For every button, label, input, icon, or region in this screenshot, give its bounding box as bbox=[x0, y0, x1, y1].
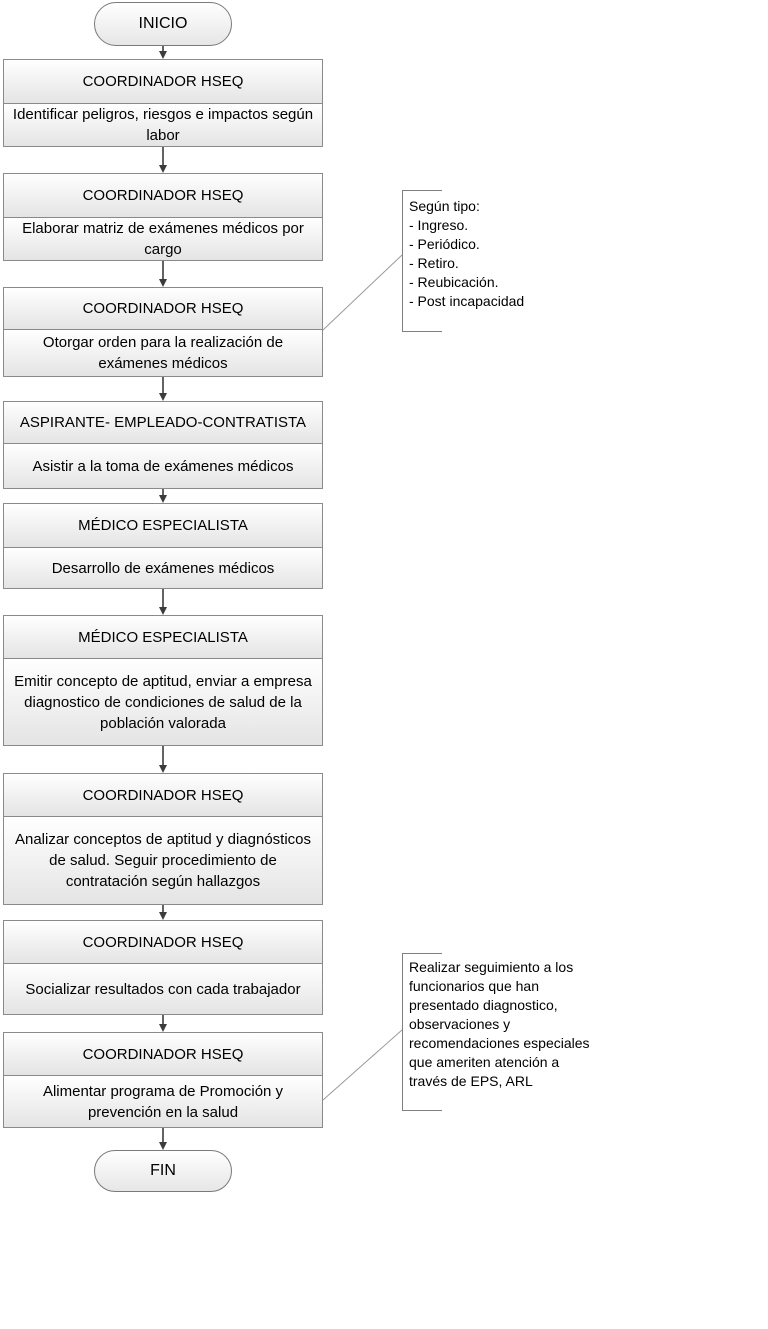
step-role: COORDINADOR HSEQ bbox=[4, 60, 322, 103]
step-role: ASPIRANTE- EMPLEADO-CONTRATISTA bbox=[4, 402, 322, 443]
process-step-4: ASPIRANTE- EMPLEADO-CONTRATISTA Asistir … bbox=[3, 401, 323, 489]
end-terminal: FIN bbox=[94, 1150, 232, 1192]
note-types-item: - Periódico. bbox=[409, 236, 480, 252]
step-role: COORDINADOR HSEQ bbox=[4, 921, 322, 963]
note-followup-line: observaciones y bbox=[409, 1016, 511, 1032]
note-followup-line: que ameriten atención a bbox=[409, 1054, 560, 1070]
note-types: Según tipo: - Ingreso. - Periódico. - Re… bbox=[409, 197, 524, 311]
step-task: Elaborar matriz de exámenes médicos por … bbox=[4, 217, 322, 260]
note-followup-line: funcionarios que han bbox=[409, 978, 539, 994]
note-followup-link bbox=[322, 1029, 403, 1101]
process-step-2: COORDINADOR HSEQ Elaborar matriz de exám… bbox=[3, 173, 323, 261]
process-step-7: COORDINADOR HSEQ Analizar conceptos de a… bbox=[3, 773, 323, 905]
step-task: Asistir a la toma de exámenes médicos bbox=[4, 443, 322, 488]
process-step-6: MÉDICO ESPECIALISTA Emitir concepto de a… bbox=[3, 615, 323, 746]
note-followup-line: Realizar seguimiento a los bbox=[409, 959, 574, 975]
process-step-3: COORDINADOR HSEQ Otorgar orden para la r… bbox=[3, 287, 323, 377]
note-followup-bracket bbox=[402, 953, 442, 1111]
step-role: COORDINADOR HSEQ bbox=[4, 288, 322, 329]
process-step-1: COORDINADOR HSEQ Identificar peligros, r… bbox=[3, 59, 323, 147]
step-role: COORDINADOR HSEQ bbox=[4, 174, 322, 217]
step-task: Desarrollo de exámenes médicos bbox=[4, 547, 322, 588]
note-types-title: Según tipo: bbox=[409, 198, 480, 214]
step-role: COORDINADOR HSEQ bbox=[4, 774, 322, 816]
note-types-item: - Retiro. bbox=[409, 255, 459, 271]
note-followup-line: través de EPS, ARL bbox=[409, 1073, 533, 1089]
process-step-5: MÉDICO ESPECIALISTA Desarrollo de exámen… bbox=[3, 503, 323, 589]
step-task: Identificar peligros, riesgos e impactos… bbox=[4, 103, 322, 146]
step-role: MÉDICO ESPECIALISTA bbox=[4, 616, 322, 658]
start-terminal: INICIO bbox=[94, 2, 232, 46]
step-task: Otorgar orden para la realización de exá… bbox=[4, 329, 322, 376]
process-step-9: COORDINADOR HSEQ Alimentar programa de P… bbox=[3, 1032, 323, 1128]
end-label: FIN bbox=[150, 1162, 176, 1179]
step-role: MÉDICO ESPECIALISTA bbox=[4, 504, 322, 547]
note-types-item: - Reubicación. bbox=[409, 274, 499, 290]
step-task: Alimentar programa de Promoción y preven… bbox=[4, 1075, 322, 1127]
note-types-link bbox=[322, 254, 403, 331]
process-step-8: COORDINADOR HSEQ Socializar resultados c… bbox=[3, 920, 323, 1015]
start-label: INICIO bbox=[138, 15, 188, 32]
step-task: Socializar resultados con cada trabajado… bbox=[4, 963, 322, 1014]
note-followup: Realizar seguimiento a los funcionarios … bbox=[409, 958, 590, 1091]
note-types-item: - Post incapacidad bbox=[409, 293, 525, 309]
note-types-item: - Ingreso. bbox=[409, 217, 469, 233]
note-followup-line: recomendaciones especiales bbox=[409, 1035, 590, 1051]
step-role: COORDINADOR HSEQ bbox=[4, 1033, 322, 1075]
step-task: Emitir concepto de aptitud, enviar a emp… bbox=[4, 658, 322, 745]
note-followup-line: presentado diagnostico, bbox=[409, 997, 558, 1013]
step-task: Analizar conceptos de aptitud y diagnóst… bbox=[4, 816, 322, 904]
note-types-bracket bbox=[402, 190, 442, 332]
